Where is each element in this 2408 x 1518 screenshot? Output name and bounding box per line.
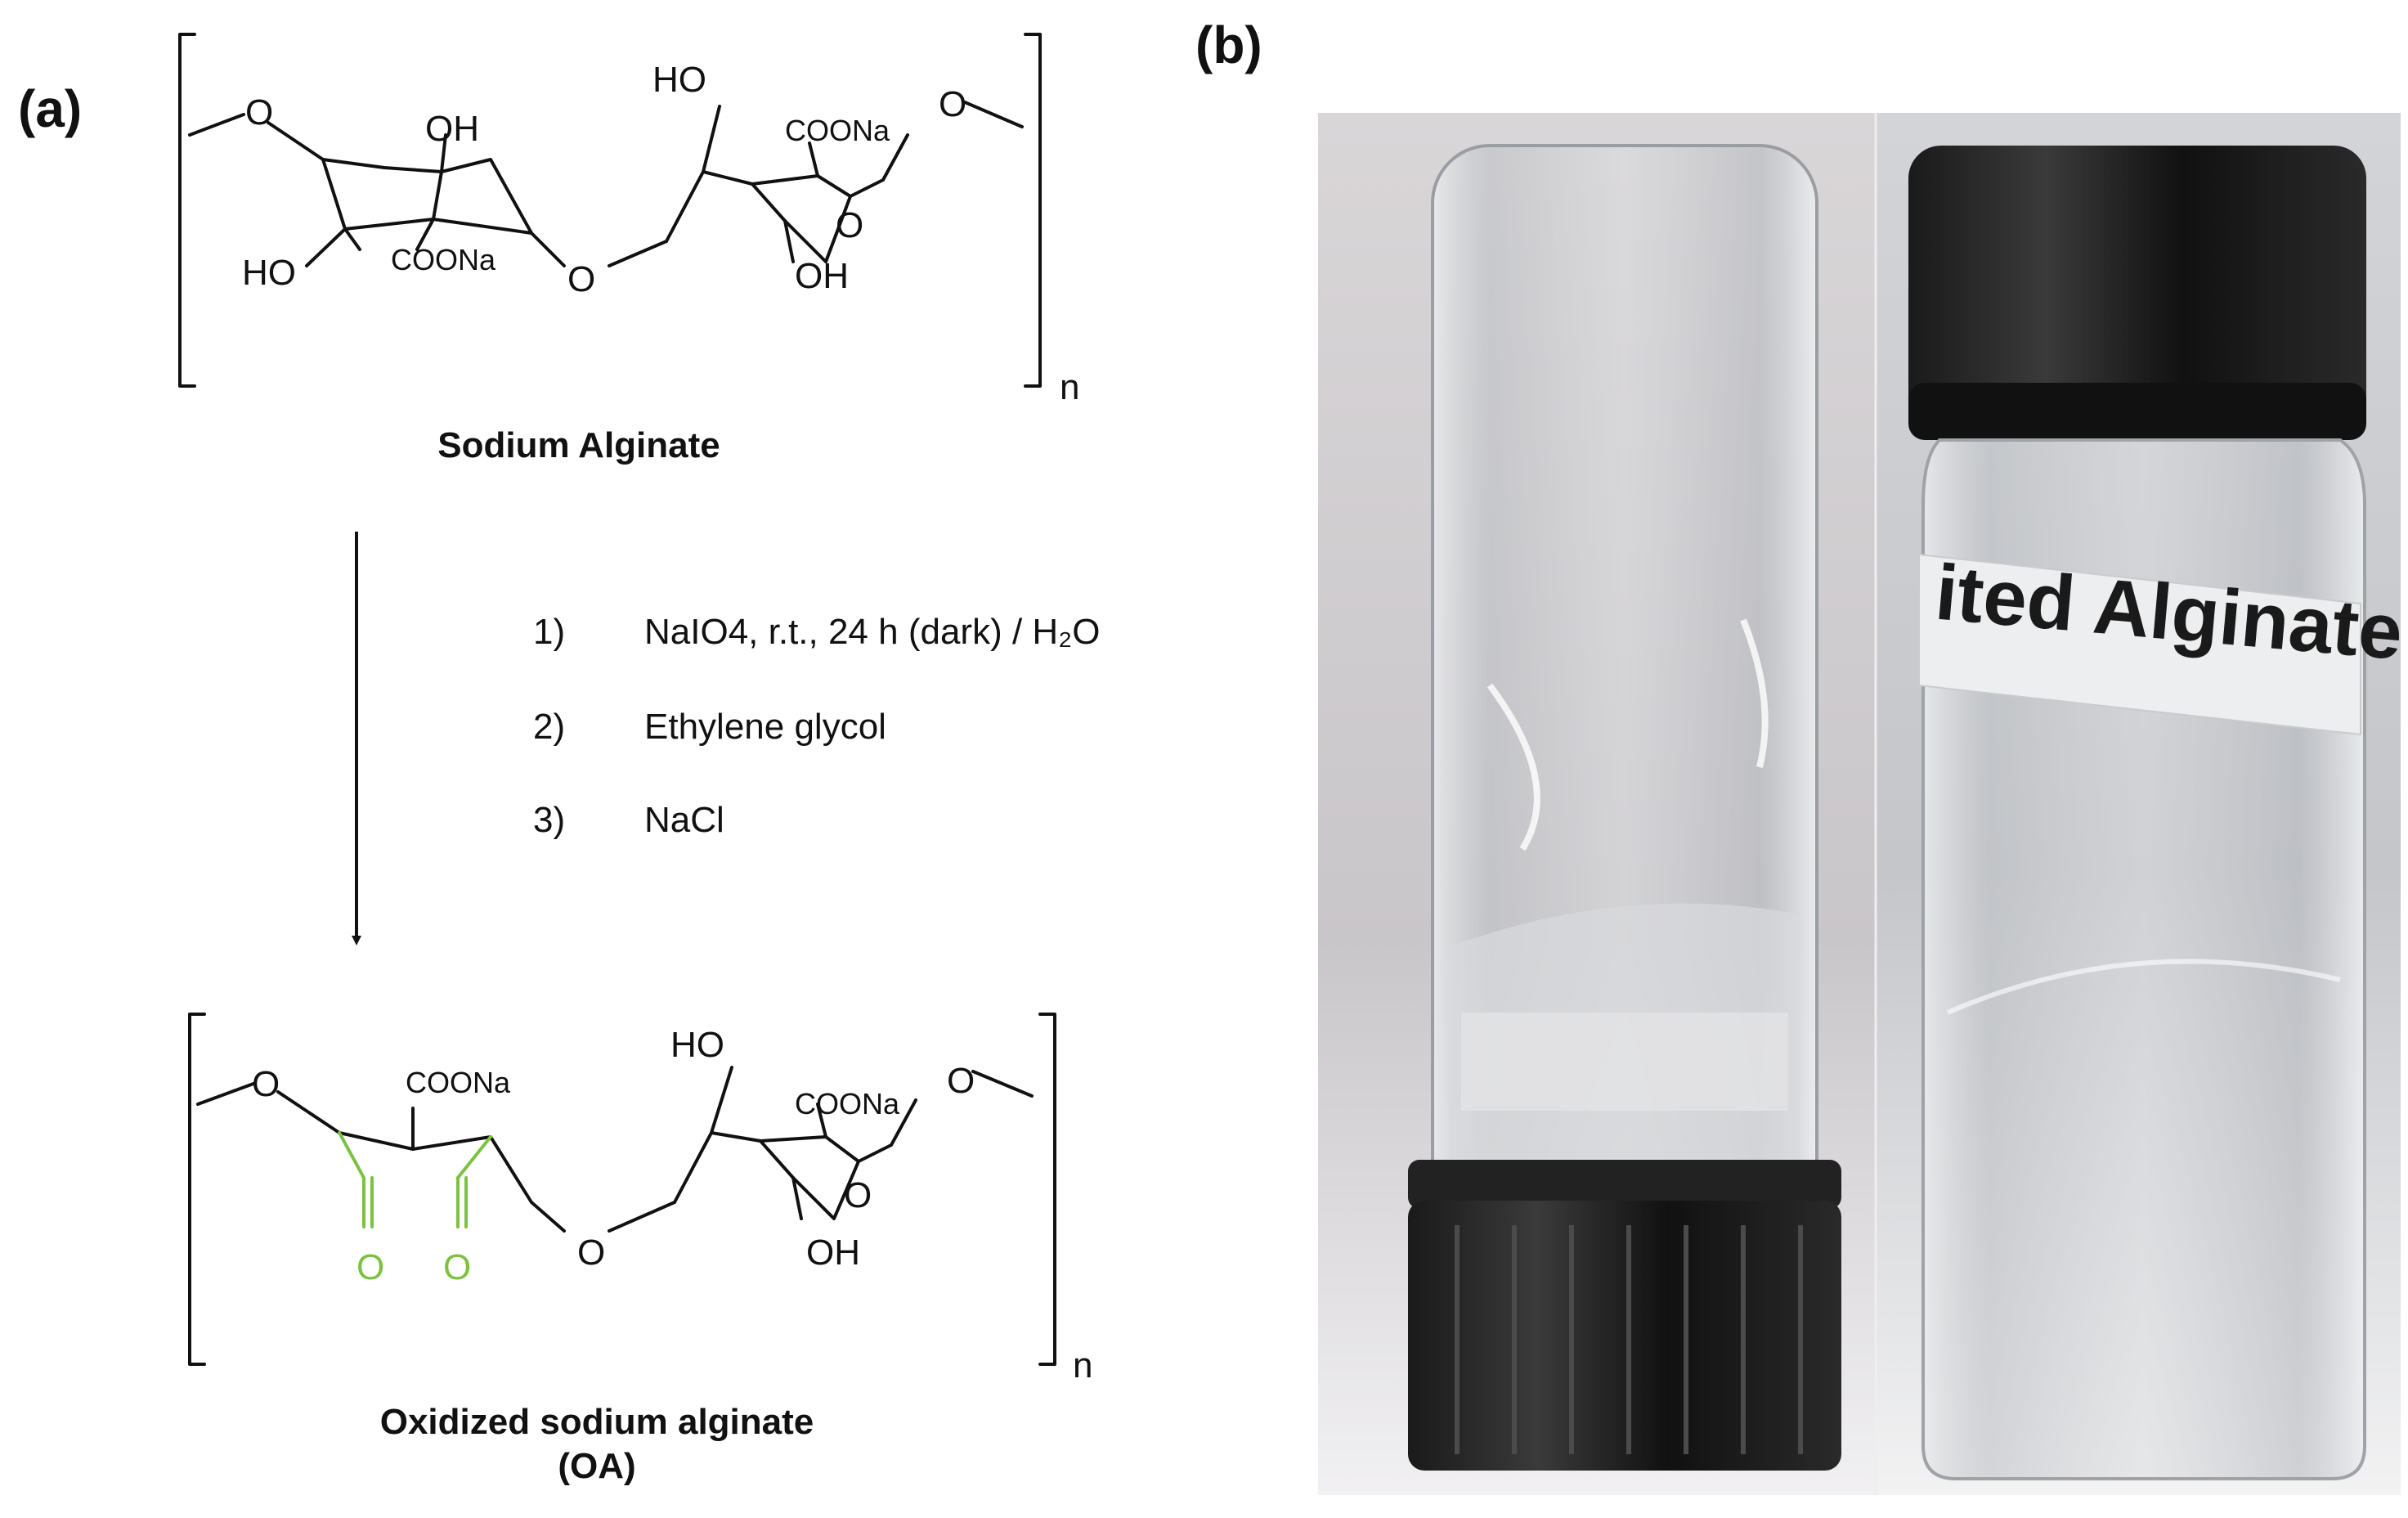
step-number: 2) [533, 707, 566, 747]
atom-coona: COONa [785, 114, 890, 147]
vials-photo: ited Alginate [1318, 113, 2401, 1495]
atom-o: O [836, 205, 863, 245]
panel-label-a: (a) [18, 79, 83, 138]
reaction-scheme: O OH HO COONa O HO COONa O OH O n O [178, 33, 1092, 1386]
atom-ho: HO [652, 60, 706, 100]
right-bracket [1038, 1013, 1056, 1366]
caption-oxidized-alginate: Oxidized sodium alginate (OA) [311, 1400, 883, 1489]
caption-oxidized-alginate-line1: Oxidized sodium alginate [379, 1402, 814, 1442]
step-text: NaCl [644, 800, 724, 840]
atom-o: O [844, 1175, 872, 1215]
atom-coona: COONa [391, 243, 496, 276]
vial-cap [1908, 146, 2366, 440]
step-number: 1) [533, 612, 566, 652]
atom-coona: COONa [795, 1087, 900, 1121]
step-text: Ethylene glycol [644, 707, 886, 747]
upright-vial: ited Alginate [1908, 146, 2401, 1480]
atom-ho: HO [670, 1025, 724, 1065]
atom-coona: COONa [406, 1066, 511, 1099]
vial-cap [1408, 1201, 1841, 1471]
vial-label [1918, 553, 2361, 736]
left-bracket [188, 1013, 206, 1366]
right-bracket [1024, 33, 1042, 388]
sodium-alginate-structure [178, 33, 1042, 388]
atom-o: O [567, 259, 595, 299]
atom-oh: OH [806, 1233, 860, 1273]
vial-cap [1408, 1160, 1841, 1209]
caption-sodium-alginate: Sodium Alginate [437, 425, 720, 465]
sodium-alginate-atoms: O OH HO COONa O HO COONa O OH O n [242, 60, 1079, 407]
aldehyde-o-1: O [356, 1247, 384, 1287]
aldehyde-o-2: O [443, 1247, 471, 1287]
aldehyde-groups [338, 1131, 492, 1228]
atom-o: O [245, 92, 273, 132]
oxidized-alginate-structure [188, 1013, 1056, 1366]
atom-ho: HO [242, 253, 296, 293]
atom-oh: OH [425, 109, 479, 149]
caption-oxidized-alginate-line2: (OA) [558, 1446, 636, 1486]
oxidized-alginate-atoms: O COONa O O O HO COONa O OH O n [252, 1025, 1092, 1386]
step-text: NaIO4, r.t., 24 h (dark) / H₂O [644, 612, 1101, 652]
atom-o: O [577, 1233, 605, 1273]
atom-o: O [252, 1064, 280, 1104]
atom-oh: OH [795, 256, 849, 296]
atom-o: O [939, 84, 966, 124]
left-bracket [178, 33, 196, 388]
step-number: 3) [533, 800, 566, 840]
repeat-subscript: n [1060, 367, 1079, 407]
atom-o: O [947, 1061, 975, 1101]
panel-label-b: (b) [1195, 16, 1262, 74]
reaction-conditions: 1) NaIO4, r.t., 24 h (dark) / H₂O 2) Eth… [533, 612, 1269, 857]
repeat-subscript: n [1073, 1345, 1092, 1386]
inverted-vial [1408, 144, 1841, 1471]
